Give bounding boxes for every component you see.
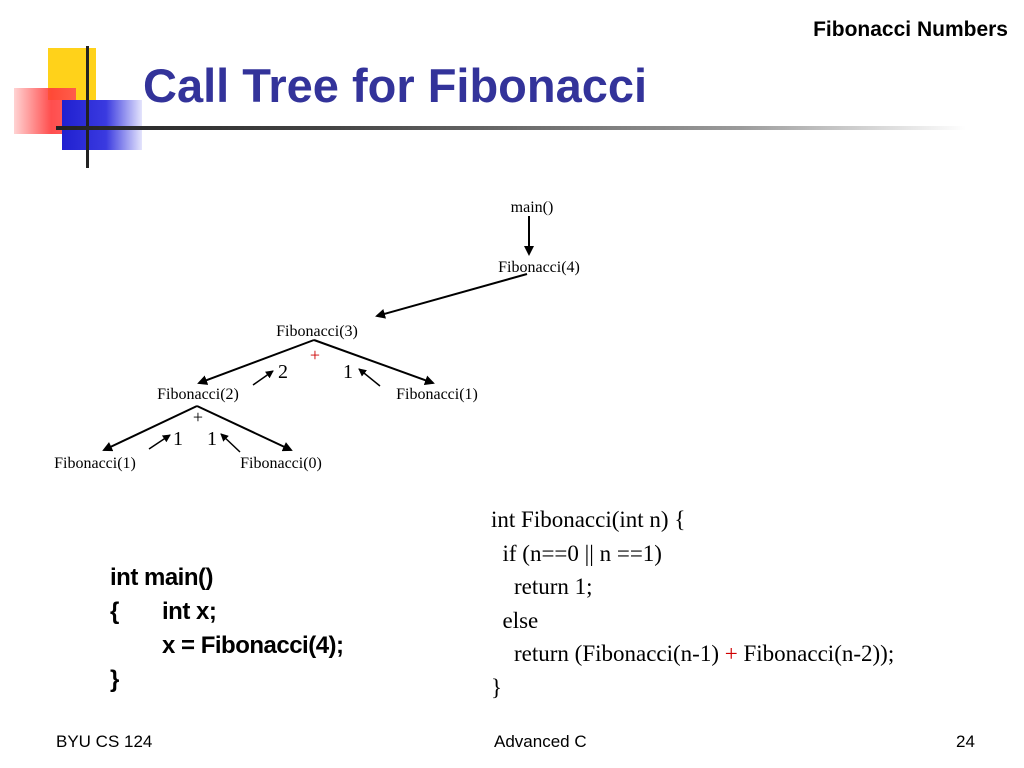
value-fib2: 2 [278, 361, 288, 383]
node-fib1-left: Fibonacci(1) [54, 455, 136, 472]
return-arrow-fib0 [220, 433, 241, 453]
return-arrow-fib1-right [358, 368, 381, 387]
return-arrow-fib2 [252, 370, 274, 386]
value-fib0: 1 [207, 428, 217, 450]
code-return-part: Fibonacci(n-2)); [737, 641, 895, 666]
slide-title: Call Tree for Fibonacci [143, 59, 648, 112]
node-fib3: Fibonacci(3) [276, 323, 358, 340]
page-number: 24 [956, 732, 975, 751]
code-line-text: x = Fibonacci(4); [162, 632, 344, 659]
code-close-brace: } [110, 666, 119, 693]
node-fib1-right: Fibonacci(1) [396, 386, 478, 403]
plus-fib3: + [310, 345, 320, 365]
code-line-return: return (Fibonacci(n-1) + Fibonacci(n-2))… [491, 637, 894, 671]
code-line-text: int x; [162, 598, 217, 625]
footer-topic: Advanced C [494, 732, 587, 751]
node-main: main() [511, 199, 554, 216]
main-function-code: int main() { int x; x = Fibonacci(4); } [110, 561, 344, 697]
edge-fib3-to-fib1-right [313, 339, 435, 385]
code-line: return 1; [491, 574, 593, 599]
value-fib1-left: 1 [173, 428, 183, 450]
code-plus-operator: + [724, 641, 738, 666]
code-line: if (n==0 || n ==1) [491, 540, 662, 566]
fibonacci-function-code: int Fibonacci(int n) { if (n==0 || n ==1… [491, 503, 894, 704]
code-line: int Fibonacci(int n) { [491, 507, 686, 532]
node-fib0: Fibonacci(0) [240, 455, 322, 472]
edge-fib4-to-fib3 [375, 273, 528, 319]
code-line-text: int main() [110, 564, 214, 591]
code-open-brace: { [110, 598, 119, 625]
footer-course: BYU CS 124 [56, 732, 153, 751]
code-line: else [491, 607, 539, 633]
logo-vertical-line [86, 46, 89, 168]
code-line: } [110, 663, 213, 697]
return-arrow-fib1-left [148, 434, 171, 450]
code-line: } [491, 674, 503, 700]
value-fib1-right: 1 [343, 361, 353, 383]
code-line: { int x; [110, 595, 217, 629]
plus-fib2: + [193, 407, 203, 427]
title-underline [56, 126, 966, 130]
edge-fib2-to-fib0 [196, 405, 293, 452]
code-line: int main() [110, 561, 214, 595]
code-line: x = Fibonacci(4); [110, 629, 344, 663]
edge-fib2-to-fib1-left [102, 405, 198, 452]
code-return-part: return (Fibonacci(n-1) [491, 641, 725, 666]
edge-fib3-to-fib2 [197, 339, 315, 385]
node-fib4: Fibonacci(4) [498, 259, 580, 276]
slide-section-header: Fibonacci Numbers [813, 18, 1008, 41]
node-fib2: Fibonacci(2) [157, 386, 239, 403]
logo-blue-block [62, 100, 142, 150]
